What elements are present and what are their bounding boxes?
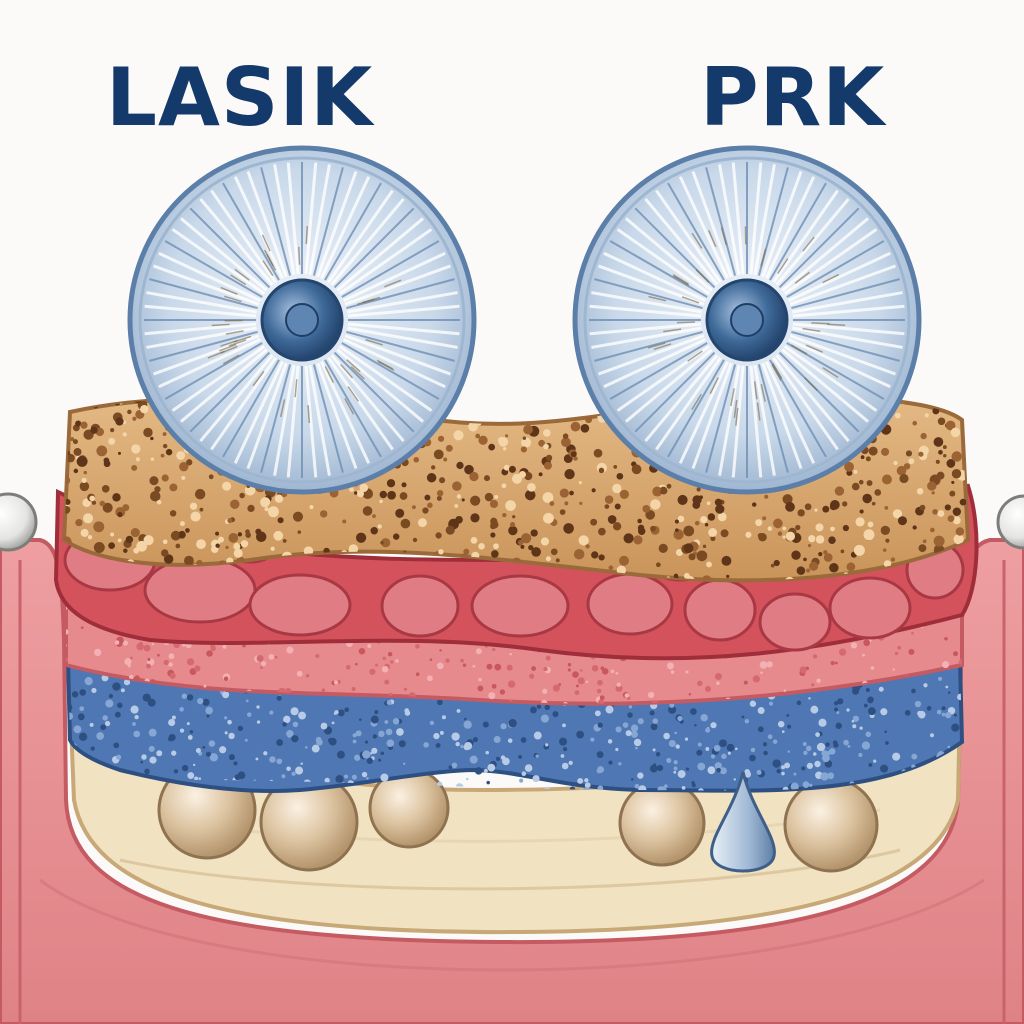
right-edge-bead — [996, 494, 1024, 550]
droplet-icon — [710, 771, 776, 873]
left-edge-bead — [0, 492, 38, 552]
right-disc — [572, 145, 922, 495]
left-disc — [127, 145, 477, 495]
radial-disc-icon — [144, 162, 460, 478]
label-prk: PRK — [700, 51, 886, 144]
radial-disc-icon — [589, 162, 905, 478]
label-lasik: LASIK — [106, 51, 374, 144]
